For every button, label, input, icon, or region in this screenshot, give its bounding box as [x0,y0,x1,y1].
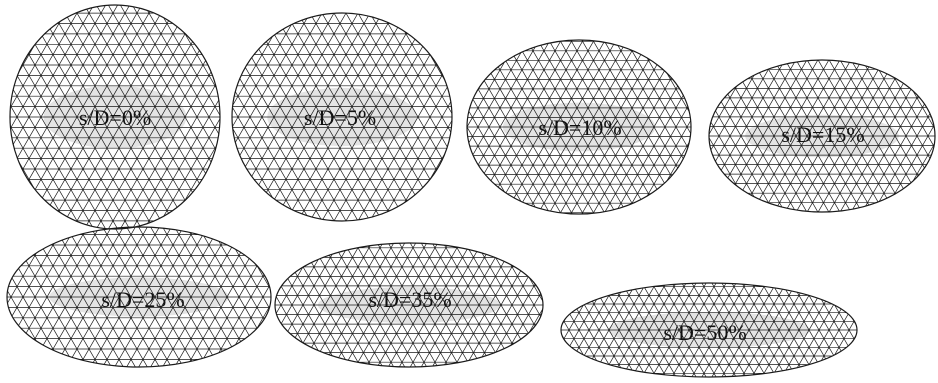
mesh-boundary [274,242,544,368]
label-sd-35: s/D=35% [368,287,451,312]
label-sd-5: s/D=5% [304,105,376,130]
label-sd-10: s/D=10% [538,115,621,140]
mesh-lattice [561,283,857,377]
label-sd-15: s/D=15% [781,122,864,147]
mesh-lattice [709,60,935,212]
label-sd-25: s/D=25% [101,287,184,312]
mesh-boundary [560,282,858,378]
panel-sd-50: s/D=50% [560,282,858,378]
label-sd-0: s/D=0% [79,105,151,130]
mesh-sd-5 [231,12,453,222]
mesh-sd-0 [9,4,221,230]
mesh-lattice [7,227,271,367]
panel-sd-35: s/D=35% [274,242,544,368]
label-sd-50: s/D=50% [663,320,746,345]
panel-sd-0: s/D=0% [9,4,221,230]
mesh-lattice [10,5,220,229]
mesh-boundary [6,226,272,368]
mesh-lattice [467,40,691,214]
mesh-sd-25 [6,226,272,368]
panel-sd-5: s/D=5% [231,12,453,222]
mesh-boundary [9,4,221,230]
mesh-boundary [466,39,692,215]
mesh-sd-15 [708,59,936,213]
mesh-boundary [708,59,936,213]
mesh-sd-10 [466,39,692,215]
mesh-sd-50 [560,282,858,378]
panel-sd-25: s/D=25% [6,226,272,368]
mesh-lattice [275,243,543,367]
mesh-lattice [232,13,452,221]
panel-sd-10: s/D=10% [466,39,692,215]
mesh-boundary [231,12,453,222]
panel-sd-15: s/D=15% [708,59,936,213]
mesh-sd-35 [274,242,544,368]
